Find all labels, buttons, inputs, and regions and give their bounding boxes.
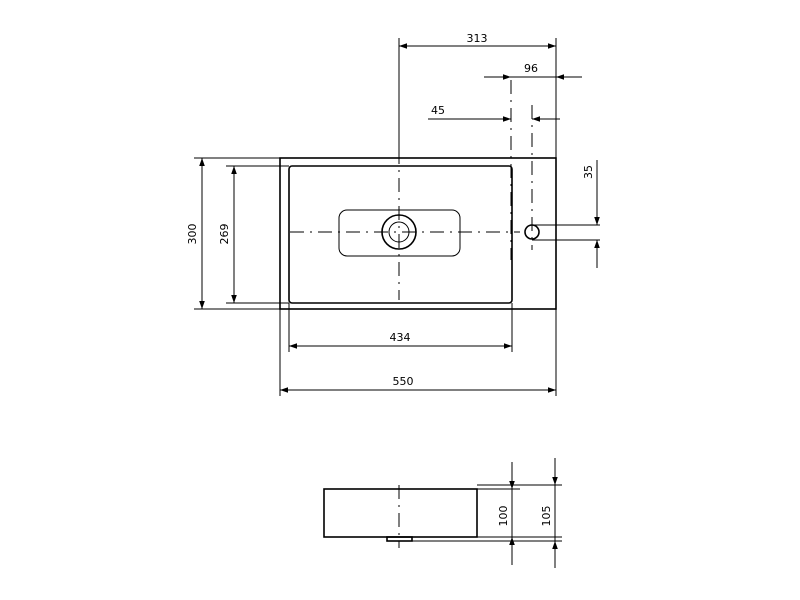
dimension-label-35: 35 <box>582 165 595 179</box>
drain-outlet <box>386 536 413 542</box>
dimension-550: 550 <box>279 309 557 396</box>
dimension-label-313: 313 <box>467 32 488 45</box>
dimension-434: 434 <box>288 303 513 352</box>
dimension-269: 269 <box>218 165 289 304</box>
dimension-300: 300 <box>186 157 280 310</box>
dimension-105: 105 <box>540 458 558 568</box>
dimension-label-550: 550 <box>393 375 414 388</box>
basin-outer-outline <box>279 157 557 310</box>
side-view <box>323 484 562 548</box>
dimension-96: 96 <box>484 62 582 158</box>
dimension-35: 35 <box>582 160 600 268</box>
dimension-label-105: 105 <box>540 506 553 527</box>
dimension-label-96: 96 <box>524 62 538 75</box>
dimension-label-100: 100 <box>497 506 510 527</box>
top-view <box>279 80 600 310</box>
dimension-label-434: 434 <box>390 331 411 344</box>
dimension-label-300: 300 <box>186 224 199 245</box>
dimension-label-269: 269 <box>218 224 231 245</box>
dimension-100: 100 <box>497 462 515 565</box>
basin-side-outline <box>323 488 478 538</box>
basin-inner-bowl <box>288 165 513 304</box>
dimension-45: 45 <box>428 104 560 122</box>
dimension-label-45: 45 <box>431 104 445 117</box>
